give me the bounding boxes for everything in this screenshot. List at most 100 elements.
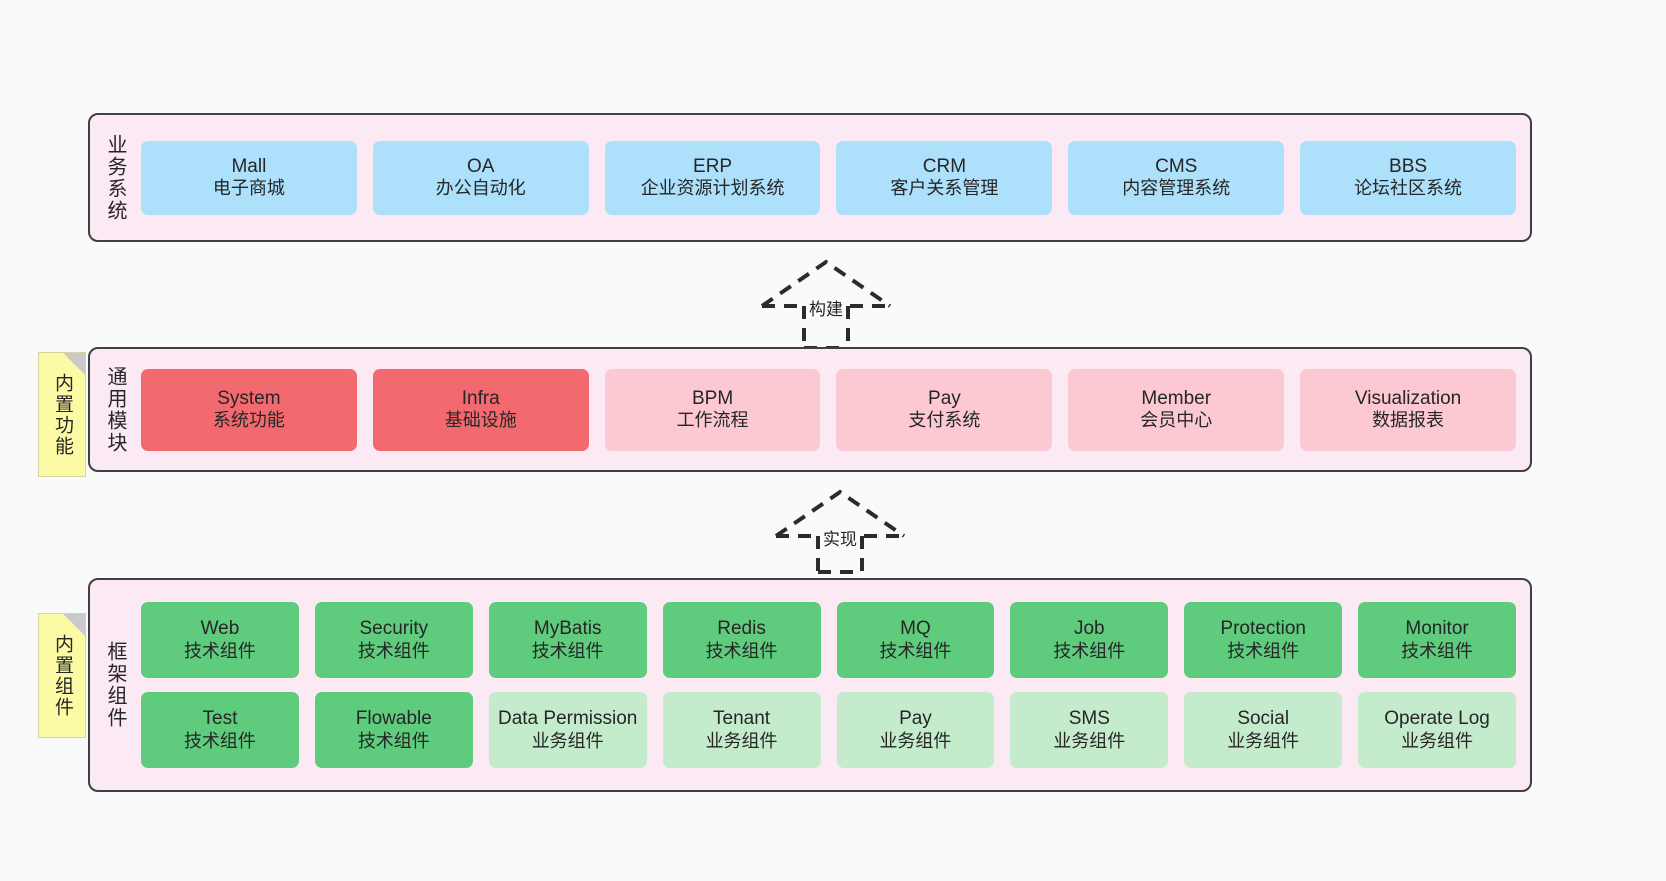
- node-pay-component[interactable]: Pay 业务组件: [836, 692, 995, 768]
- node-subtitle: 会员中心: [1140, 410, 1213, 431]
- layer-business-systems: 业务系统 Mall 电子商城 OA 办公自动化 ERP 企业资源计划系统 CRM…: [88, 113, 1532, 242]
- layer-label-business-systems: 业务系统: [104, 133, 126, 222]
- node-title: MyBatis: [533, 618, 602, 640]
- node-title: Mall: [231, 155, 267, 177]
- connector-implement: 实现: [772, 488, 912, 576]
- node-subtitle: 技术组件: [531, 640, 604, 661]
- node-title: CMS: [1155, 155, 1198, 177]
- node-title: Infra: [461, 387, 500, 409]
- node-subtitle: 技术组件: [357, 730, 430, 751]
- framework-components-grid: Web 技术组件 Security 技术组件 MyBatis 技术组件 Redi…: [133, 602, 1530, 768]
- node-subtitle: 业务组件: [1401, 730, 1474, 751]
- common-modules-grid: System 系统功能 Infra 基础设施 BPM 工作流程 Pay 支付系统…: [133, 368, 1530, 451]
- node-bpm[interactable]: BPM 工作流程: [604, 368, 821, 451]
- node-erp[interactable]: ERP 企业资源计划系统: [604, 140, 821, 215]
- layer-label-common-modules: 通用模块: [104, 365, 126, 454]
- node-web[interactable]: Web 技术组件: [141, 602, 299, 678]
- node-title: SMS: [1068, 708, 1110, 730]
- node-title: Flowable: [355, 708, 432, 730]
- node-bbs[interactable]: BBS 论坛社区系统: [1300, 140, 1516, 215]
- node-title: Social: [1237, 708, 1290, 730]
- node-system[interactable]: System 系统功能: [141, 368, 357, 451]
- connector-implement-label: 实现: [820, 525, 860, 550]
- node-title: OA: [467, 155, 495, 177]
- node-data-permission[interactable]: Data Permission 业务组件: [488, 692, 647, 768]
- node-subtitle: 业务组件: [1053, 730, 1126, 751]
- business-systems-grid: Mall 电子商城 OA 办公自动化 ERP 企业资源计划系统 CRM 客户关系…: [133, 140, 1530, 215]
- node-title: Visualization: [1354, 387, 1462, 409]
- node-job[interactable]: Job 技术组件: [1010, 602, 1169, 678]
- sticky-fold-corner: [63, 353, 85, 375]
- node-title: BPM: [691, 387, 734, 409]
- node-test[interactable]: Test 技术组件: [141, 692, 299, 768]
- node-mq[interactable]: MQ 技术组件: [836, 602, 995, 678]
- node-subtitle: 业务组件: [531, 730, 604, 751]
- node-title: Pay: [899, 708, 932, 730]
- node-social[interactable]: Social 业务组件: [1184, 692, 1343, 768]
- node-subtitle: 企业资源计划系统: [640, 178, 785, 199]
- node-title: Data Permission: [497, 708, 638, 730]
- node-title: Security: [359, 618, 429, 640]
- node-title: Member: [1141, 387, 1212, 409]
- sticky-note-text: 内置功能: [51, 372, 73, 457]
- node-subtitle: 技术组件: [183, 640, 256, 661]
- node-mall[interactable]: Mall 电子商城: [141, 140, 357, 215]
- sticky-fold-corner: [63, 614, 85, 636]
- node-protection[interactable]: Protection 技术组件: [1184, 602, 1343, 678]
- node-operate-log[interactable]: Operate Log 业务组件: [1358, 692, 1516, 768]
- node-subtitle: 电子商城: [212, 178, 285, 199]
- node-subtitle: 技术组件: [879, 640, 952, 661]
- node-subtitle: 基础设施: [444, 410, 517, 431]
- node-subtitle: 系统功能: [212, 410, 285, 431]
- node-title: Test: [202, 708, 238, 730]
- layer-framework-components: 框架组件 Web 技术组件 Security 技术组件 MyBatis 技术组件…: [88, 578, 1532, 792]
- node-subtitle: 技术组件: [705, 640, 778, 661]
- node-subtitle: 业务组件: [879, 730, 952, 751]
- node-tenant[interactable]: Tenant 业务组件: [662, 692, 821, 768]
- node-title: Operate Log: [1384, 708, 1490, 730]
- node-title: Protection: [1220, 618, 1306, 640]
- node-subtitle: 技术组件: [357, 640, 430, 661]
- node-monitor[interactable]: Monitor 技术组件: [1358, 602, 1516, 678]
- node-subtitle: 业务组件: [1227, 730, 1300, 751]
- node-flowable[interactable]: Flowable 技术组件: [314, 692, 473, 768]
- node-crm[interactable]: CRM 客户关系管理: [836, 140, 1053, 215]
- node-subtitle: 办公自动化: [435, 178, 526, 199]
- node-title: System: [217, 387, 281, 409]
- node-subtitle: 内容管理系统: [1122, 178, 1231, 199]
- node-title: Job: [1073, 618, 1105, 640]
- node-sms[interactable]: SMS 业务组件: [1010, 692, 1169, 768]
- connector-build: 构建: [758, 258, 898, 350]
- node-pay-module[interactable]: Pay 支付系统: [836, 368, 1053, 451]
- node-title: Pay: [928, 387, 961, 409]
- node-subtitle: 技术组件: [1053, 640, 1126, 661]
- node-cms[interactable]: CMS 内容管理系统: [1068, 140, 1285, 215]
- node-title: Web: [200, 618, 240, 640]
- node-title: Redis: [717, 618, 766, 640]
- node-subtitle: 论坛社区系统: [1354, 178, 1463, 199]
- connector-build-label: 构建: [806, 295, 846, 320]
- node-subtitle: 技术组件: [1401, 640, 1474, 661]
- layer-label-framework-components: 框架组件: [104, 641, 126, 729]
- node-visualization[interactable]: Visualization 数据报表: [1300, 368, 1516, 451]
- node-member[interactable]: Member 会员中心: [1068, 368, 1285, 451]
- node-subtitle: 技术组件: [1227, 640, 1300, 661]
- node-subtitle: 技术组件: [183, 730, 256, 751]
- node-subtitle: 业务组件: [705, 730, 778, 751]
- node-infra[interactable]: Infra 基础设施: [372, 368, 589, 451]
- node-title: CRM: [922, 155, 967, 177]
- node-subtitle: 客户关系管理: [890, 178, 999, 199]
- node-oa[interactable]: OA 办公自动化: [372, 140, 589, 215]
- node-security[interactable]: Security 技术组件: [314, 602, 473, 678]
- sticky-note-text: 内置组件: [51, 633, 73, 718]
- node-mybatis[interactable]: MyBatis 技术组件: [488, 602, 647, 678]
- node-title: BBS: [1389, 155, 1428, 177]
- node-title: Monitor: [1405, 618, 1469, 640]
- node-subtitle: 支付系统: [908, 410, 981, 431]
- node-title: MQ: [900, 618, 931, 640]
- node-subtitle: 数据报表: [1372, 410, 1445, 431]
- node-title: ERP: [693, 155, 733, 177]
- node-redis[interactable]: Redis 技术组件: [662, 602, 821, 678]
- node-subtitle: 工作流程: [676, 410, 749, 431]
